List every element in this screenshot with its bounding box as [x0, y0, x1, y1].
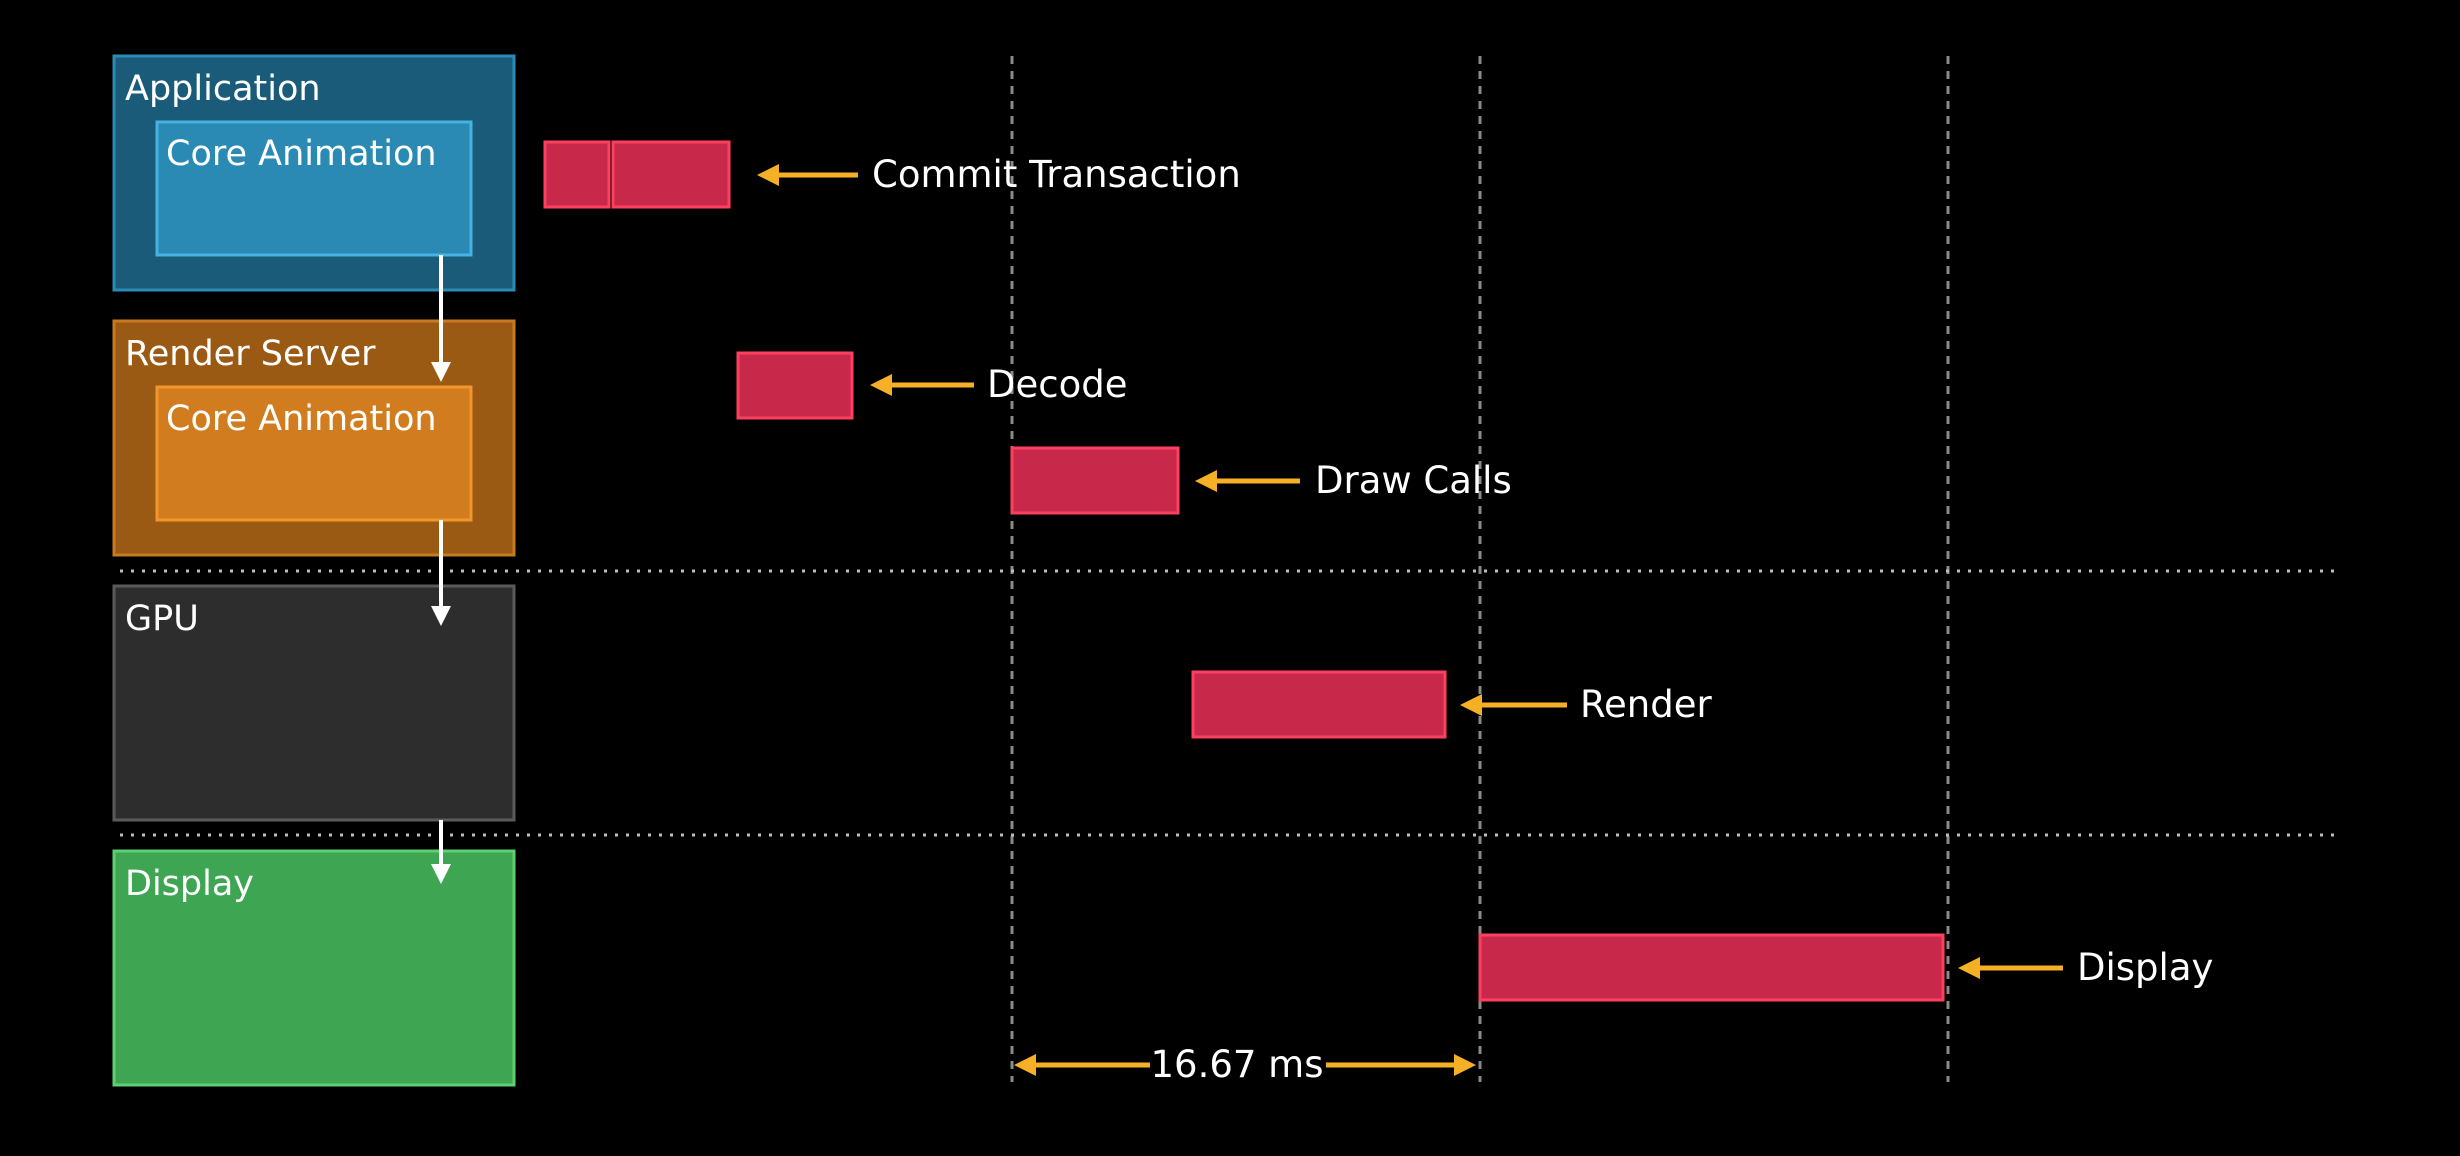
decode-arrow	[870, 374, 974, 396]
frame-interval-arrow	[1014, 1054, 1476, 1076]
arrow-down-icon	[431, 864, 451, 884]
arrow-left-icon	[1195, 470, 1217, 492]
arrow-left-icon	[1958, 957, 1980, 979]
flow-arrow-3	[431, 820, 451, 884]
application-core-animation-label: Core Animation	[166, 134, 437, 174]
commit-bar-2	[611, 140, 731, 209]
draw-calls-arrow	[1195, 470, 1300, 492]
render-server-core-animation-box	[155, 385, 473, 522]
stage-render-server: Render Server Core Animation	[112, 319, 516, 557]
gpu-box	[112, 584, 516, 822]
arrow-left-icon	[1460, 694, 1482, 716]
render-bar	[1191, 670, 1447, 739]
render-server-title: Render Server	[125, 334, 376, 374]
application-core-animation-box	[155, 120, 473, 257]
render-label: Render	[1580, 683, 1713, 726]
commit-arrow	[757, 164, 858, 186]
frame-interval-label: 16.67 ms	[1150, 1043, 1323, 1086]
arrow-down-icon	[431, 362, 451, 382]
draw-calls-bar	[1010, 446, 1180, 515]
stage-application: Application Core Animation	[112, 54, 516, 292]
draw-calls-label: Draw Calls	[1315, 459, 1512, 502]
application-title: Application	[125, 69, 321, 109]
decode-bar	[736, 351, 854, 420]
commit-bar-1	[543, 140, 611, 209]
render-server-core-animation-label: Core Animation	[166, 399, 437, 439]
arrow-left-icon	[1014, 1054, 1036, 1076]
gpu-title: GPU	[125, 599, 199, 639]
arrow-left-icon	[870, 374, 892, 396]
flow-arrow-1	[431, 255, 451, 382]
arrow-left-icon	[757, 164, 779, 186]
commit-transaction-label: Commit Transaction	[872, 153, 1241, 196]
display-bar	[1478, 933, 1945, 1002]
display-title: Display	[125, 864, 254, 904]
render-arrow	[1460, 694, 1567, 716]
arrow-down-icon	[431, 606, 451, 626]
stage-gpu: GPU	[112, 584, 516, 822]
display-box	[112, 849, 516, 1087]
arrow-right-icon	[1454, 1054, 1476, 1076]
flow-arrow-2	[431, 520, 451, 626]
display-arrow	[1958, 957, 2063, 979]
display-label: Display	[2077, 946, 2213, 989]
stage-display: Display	[112, 849, 516, 1087]
decode-label: Decode	[987, 363, 1127, 406]
